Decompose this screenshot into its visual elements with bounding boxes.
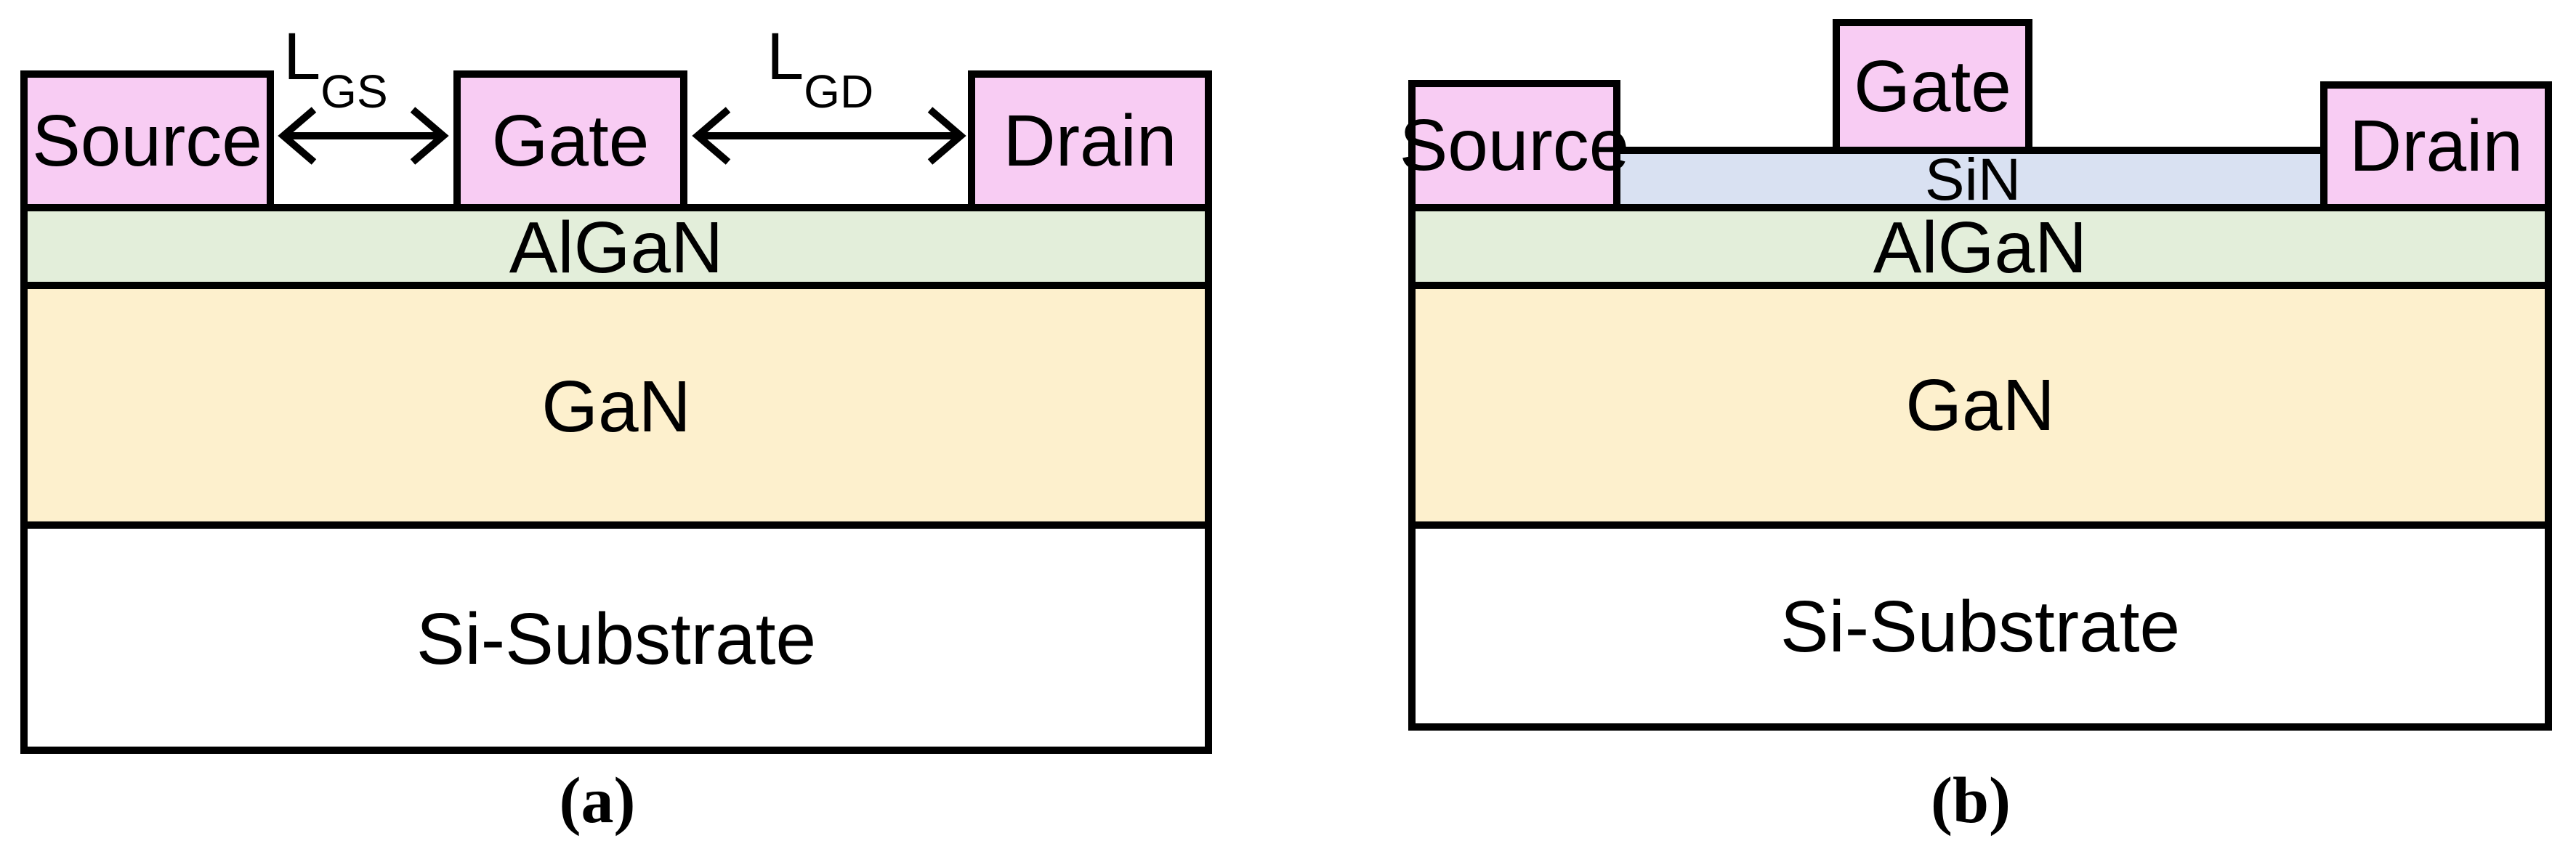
panel-a-algan-layer [20,204,1212,289]
panel-a-lgs-label: LGS [283,20,388,115]
panel-a-lgd-main: L [767,20,804,94]
panel-b-substrate-bottom-border [1408,723,2552,731]
panel-a-lgd-label: LGD [767,20,873,115]
panel-a-algan-label: AlGaN [509,207,724,288]
lgd-dimension-arrow [692,107,966,165]
panel-a-stack-left-border [20,204,28,754]
panel-b-stack-right-border [2545,204,2552,731]
panel-b-gan-layer [1408,282,2552,529]
panel-a-lgs-sub: GS [320,65,388,118]
panel-a-substrate-label: Si-Substrate [416,598,817,680]
panel-a-gate-contact: Gate [453,70,687,211]
panel-a-substrate-bottom-border [20,747,1212,754]
panel-b-stack-left-border [1408,204,1416,731]
panel-b-caption: (b) [1931,765,2011,837]
panel-a-source-label: Source [32,99,262,182]
panel-b-sin-layer [1620,147,2320,211]
panel-a-stack-right-border [1205,204,1212,754]
panel-a-source-contact: Source [20,70,274,211]
panel-a-gan-substrate-border [20,521,1212,529]
lgs-dimension-arrow [278,107,449,165]
panel-b-algan-top-border [1408,204,2552,211]
panel-a-drain-contact: Drain [968,70,1212,211]
panel-a-gate-label: Gate [491,99,650,182]
panel-b-sin-label: SiN [1924,147,2022,213]
panel-b-gate-contact: Gate [1833,19,2032,154]
panel-b-substrate-layer [1408,521,2552,731]
panel-b-gate-label: Gate [1854,45,2011,127]
panel-b-gan-label: GaN [1905,365,2055,446]
panel-b-algan-label: AlGaN [1873,207,2088,288]
panel-b-drain-label: Drain [2349,105,2523,187]
panel-a-gan-label: GaN [541,366,691,447]
panel-b-source-label: Source [1399,105,1630,186]
panel-b-source-contact: Source [1400,80,1629,211]
panel-b-drain-contact: Drain [2320,81,2552,211]
panel-a-drain-label: Drain [1003,99,1177,182]
panel-b-algan-layer [1408,204,2552,289]
panel-a-caption: (a) [559,765,636,837]
panel-b-substrate-label: Si-Substrate [1780,586,2181,667]
panel-a-substrate-layer [20,521,1212,754]
panel-b-gan-substrate-border [1408,521,2552,529]
panel-a-lgd-sub: GD [804,65,874,118]
panel-b-algan-gan-border [1408,282,2552,289]
panel-a-gan-layer [20,282,1212,529]
panel-a-algan-gan-border [20,282,1212,289]
panel-a-lgs-main: L [283,20,321,94]
